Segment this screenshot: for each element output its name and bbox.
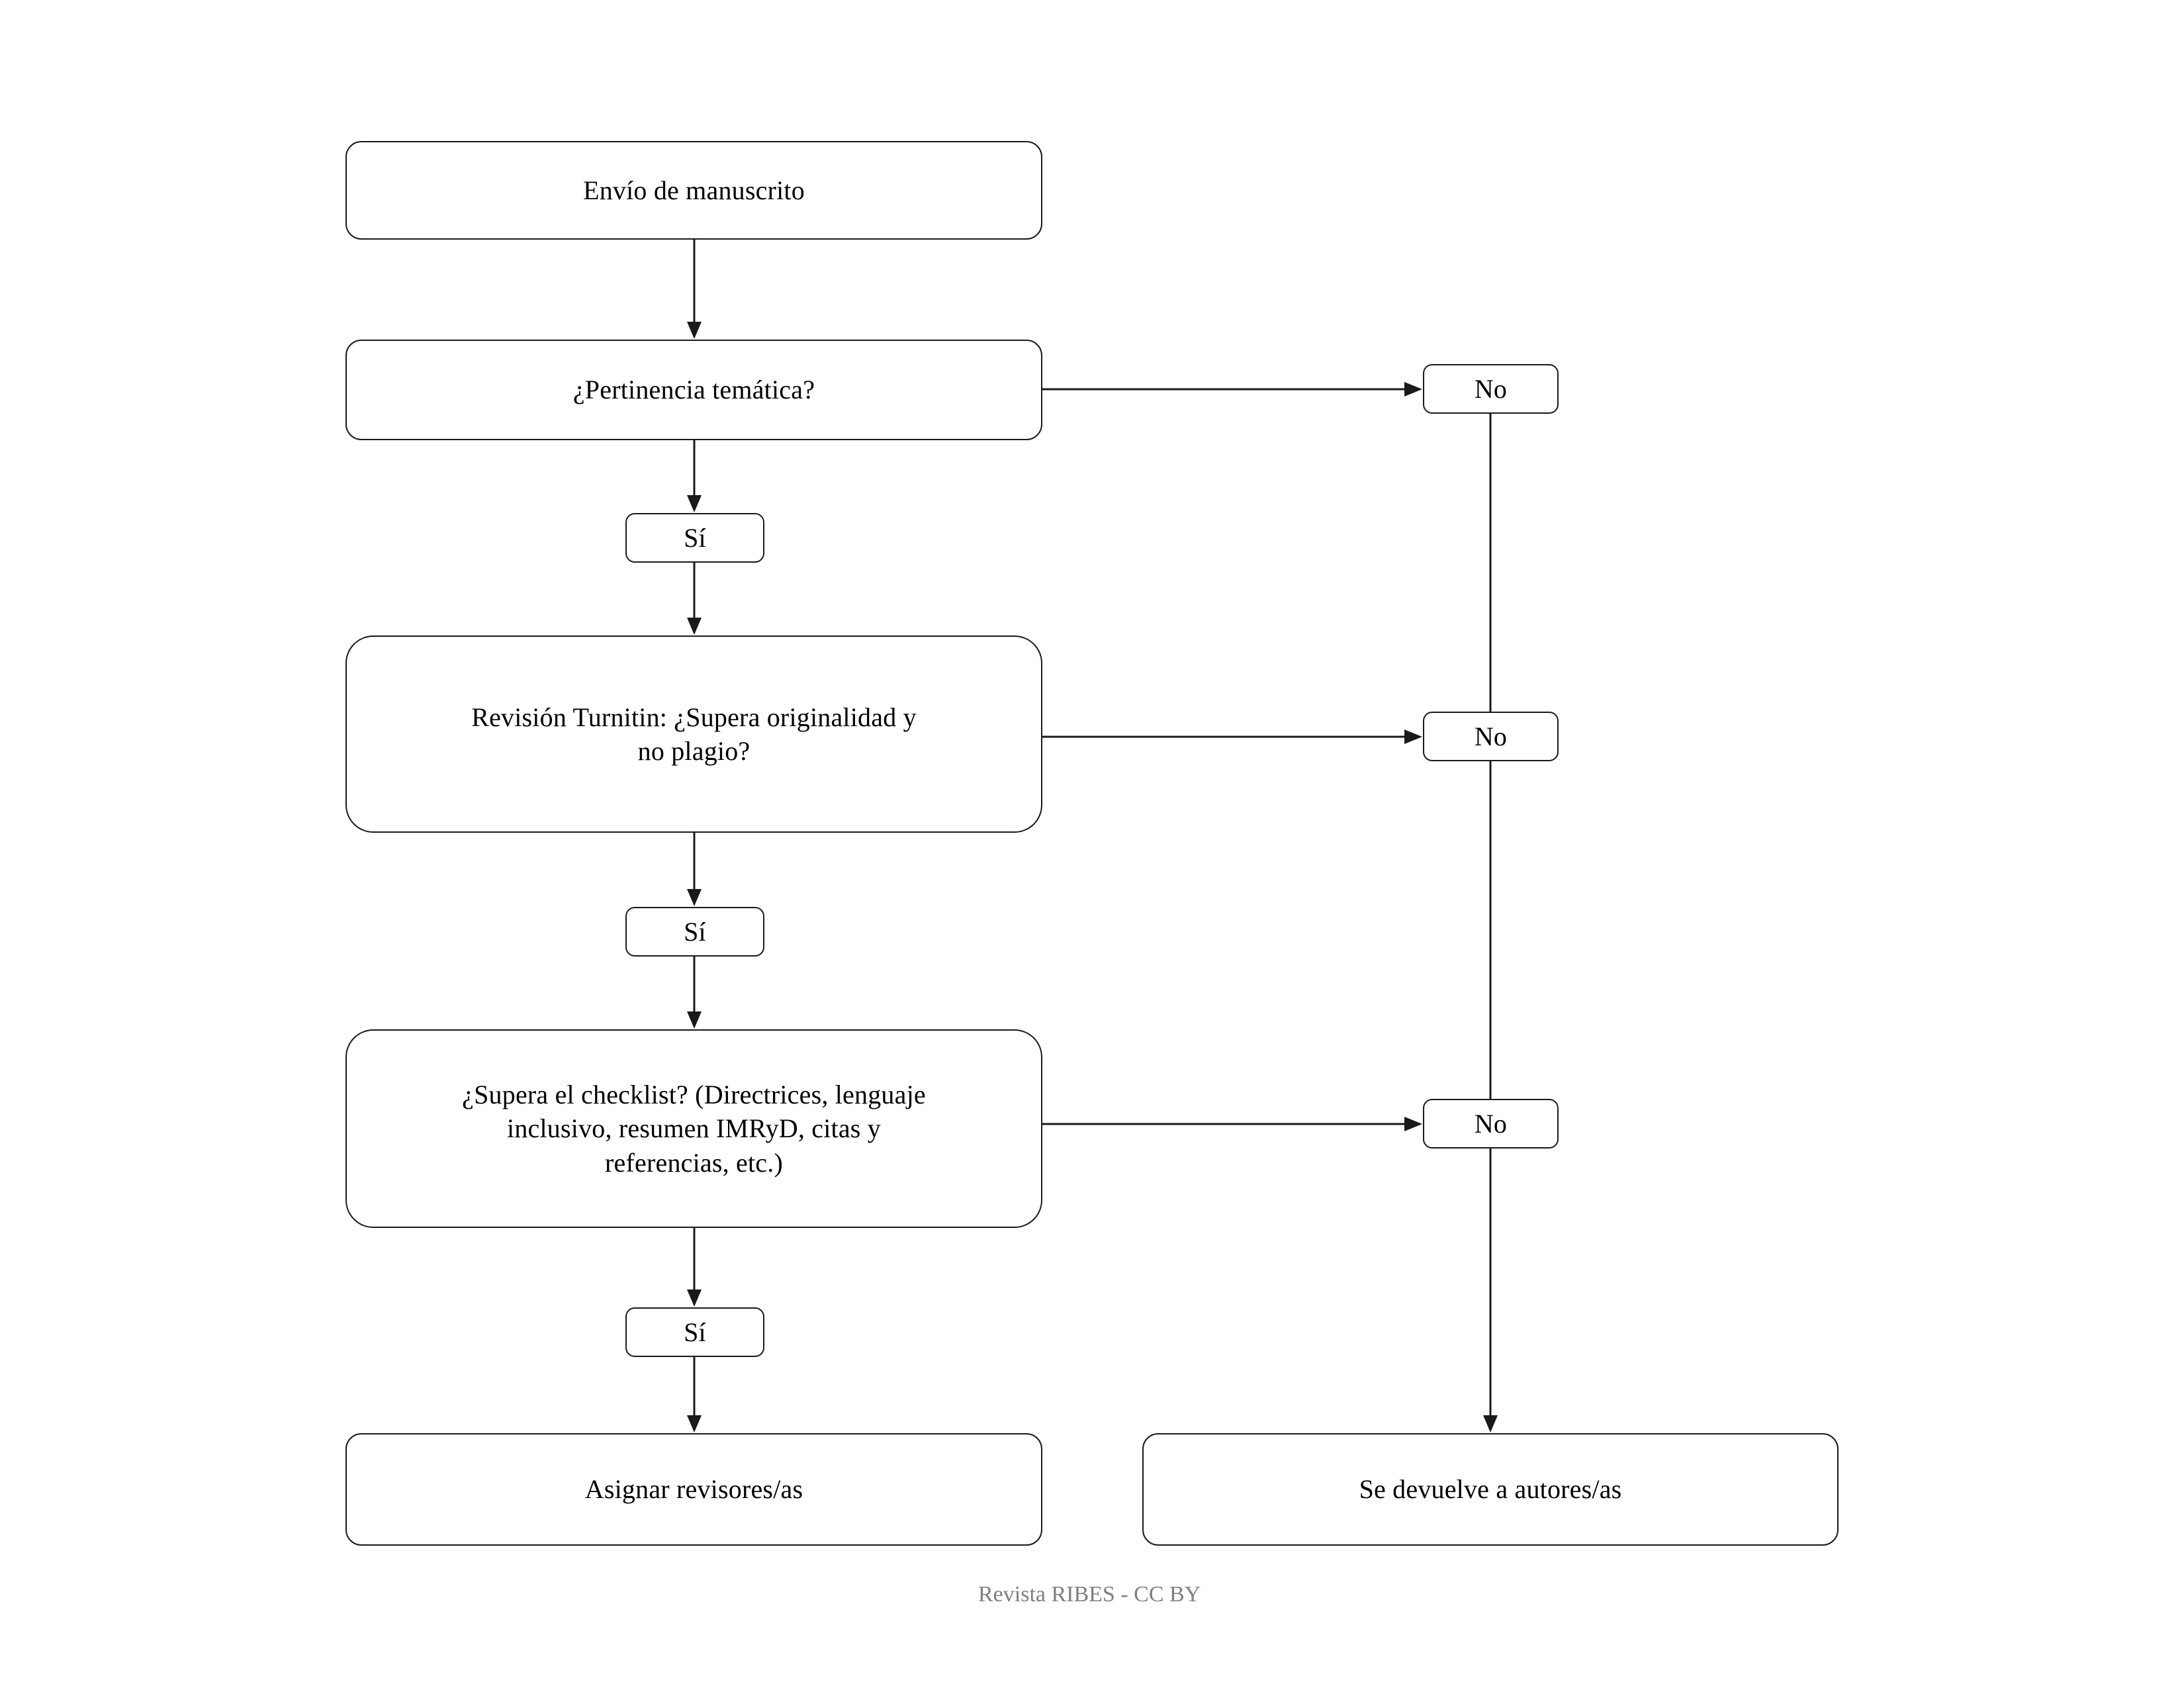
node-no-3[interactable]: No <box>1423 1099 1559 1149</box>
node-assign-reviewers-label: Asignar revisores/as <box>584 1474 803 1505</box>
node-yes-2[interactable]: Sí <box>625 907 764 957</box>
node-yes-1[interactable]: Sí <box>625 513 764 563</box>
node-checklist-label: ¿Supera el checklist? (Directrices, leng… <box>439 1078 948 1180</box>
edge-yes1-to-turnitin <box>687 563 702 635</box>
node-checklist[interactable]: ¿Supera el checklist? (Directrices, leng… <box>345 1029 1042 1228</box>
node-checklist-line-1: ¿Supera el checklist? (Directrices, leng… <box>462 1080 926 1110</box>
node-yes-3-label: Sí <box>684 1317 706 1347</box>
node-turnitin-line-1: Revisión Turnitin: ¿Supera originalidad … <box>471 702 917 732</box>
node-turnitin[interactable]: Revisión Turnitin: ¿Supera originalidad … <box>345 635 1042 833</box>
edge-yes2-to-checklist <box>687 957 702 1029</box>
node-yes-2-label: Sí <box>684 916 706 947</box>
edge-turnitin-to-no2 <box>1042 729 1422 744</box>
node-returned-to-authors[interactable]: Se devuelve a autores/as <box>1142 1433 1839 1546</box>
node-no-3-label: No <box>1474 1108 1508 1139</box>
node-no-1-label: No <box>1474 373 1508 404</box>
node-assign-reviewers[interactable]: Asignar revisores/as <box>345 1433 1042 1546</box>
edge-relevance-to-no1 <box>1042 382 1422 397</box>
node-topic-relevance-label: ¿Pertinencia temática? <box>572 375 815 405</box>
edge-checklist-to-yes3 <box>687 1228 702 1307</box>
node-submission-label: Envío de manuscrito <box>583 175 805 205</box>
node-submission[interactable]: Envío de manuscrito <box>345 141 1042 240</box>
node-checklist-line-3: referencias, etc.) <box>605 1147 783 1178</box>
edge-submission-to-relevance <box>687 240 702 339</box>
node-no-2-label: No <box>1474 721 1508 751</box>
node-no-2[interactable]: No <box>1423 712 1559 761</box>
edge-no3-to-returned <box>1483 1149 1498 1432</box>
edge-relevance-to-yes1 <box>687 440 702 512</box>
edge-turnitin-to-yes2 <box>687 833 702 906</box>
node-checklist-line-2: inclusivo, resumen IMRyD, citas y <box>507 1113 881 1144</box>
node-turnitin-label: Revisión Turnitin: ¿Supera originalidad … <box>449 700 939 768</box>
node-turnitin-line-2: no plagio? <box>637 736 751 766</box>
node-returned-to-authors-label: Se devuelve a autores/as <box>1359 1474 1622 1505</box>
node-topic-relevance[interactable]: ¿Pertinencia temática? <box>345 340 1042 440</box>
edge-checklist-to-no3 <box>1042 1117 1422 1131</box>
node-no-1[interactable]: No <box>1423 364 1559 414</box>
node-yes-1-label: Sí <box>684 522 706 553</box>
node-yes-3[interactable]: Sí <box>625 1307 764 1357</box>
edge-yes3-to-assign <box>687 1357 702 1432</box>
diagram-caption: Revista RIBES - CC BY <box>978 1582 1201 1607</box>
